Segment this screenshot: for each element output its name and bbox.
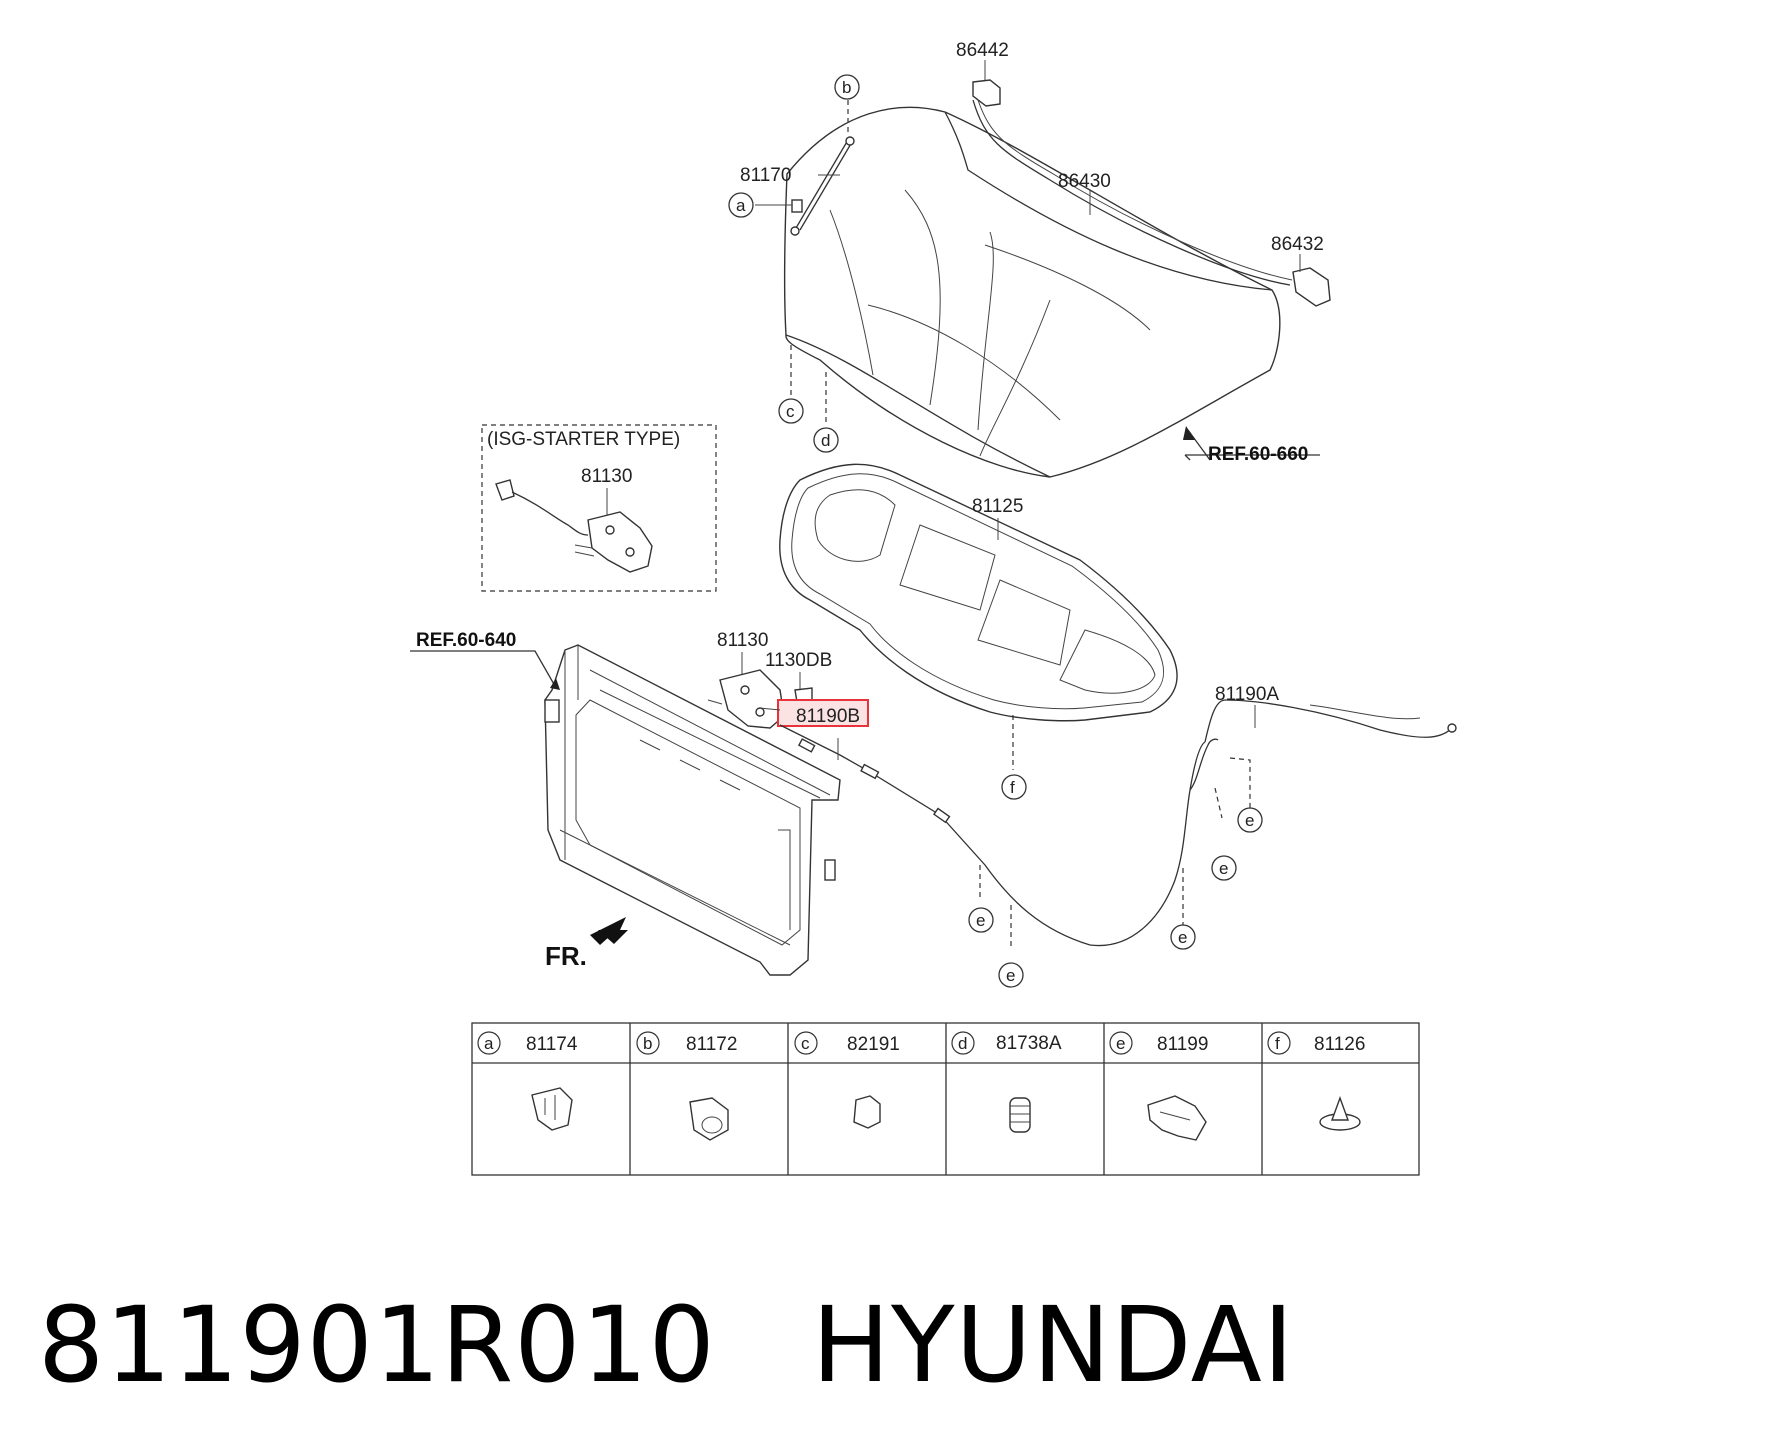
svg-text:b: b	[643, 1034, 652, 1053]
svg-text:c: c	[801, 1034, 810, 1053]
label-81190A: 81190A	[1215, 684, 1279, 705]
legend-cell-b: b 81172	[636, 1031, 737, 1141]
radiator-support	[544, 644, 841, 976]
legend-part-d: 81738A	[996, 1033, 1062, 1054]
callout-b: b	[834, 74, 860, 100]
callout-e-3: e	[1170, 924, 1196, 950]
footer-brand: HYUNDAI	[811, 1284, 1295, 1406]
ref-label-hood: REF.60-660	[1208, 444, 1308, 465]
legend-cell-d: d 81738A	[951, 1031, 1062, 1133]
svg-text:a: a	[736, 196, 746, 215]
ref-hood: REF.60-660	[1183, 426, 1320, 465]
page-footer: 811901R010 HYUNDAI	[38, 1275, 1738, 1415]
isg-starter-box: (ISG-STARTER TYPE) 81130	[481, 424, 717, 592]
svg-text:e: e	[1245, 811, 1254, 830]
callout-e-1: e	[968, 907, 994, 933]
callout-e-4: e	[1211, 855, 1237, 881]
label-86442: 86442	[956, 40, 1009, 61]
callout-e-2: e	[998, 962, 1024, 988]
svg-text:a: a	[484, 1034, 494, 1053]
ref-frame: REF.60-640	[410, 630, 560, 690]
callout-f: f	[1001, 774, 1027, 800]
svg-text:d: d	[821, 431, 830, 450]
legend-part-b: 81172	[686, 1034, 737, 1055]
highlight-81190B: 81190B	[777, 699, 869, 727]
isg-title: (ISG-STARTER TYPE)	[487, 429, 680, 450]
stopper-81738A-icon	[1009, 1097, 1031, 1133]
svg-text:c: c	[786, 402, 795, 421]
clip-86442: 86442	[956, 40, 1009, 107]
legend-part-f: 81126	[1314, 1034, 1365, 1055]
legend-part-a: 81174	[526, 1034, 578, 1055]
svg-text:d: d	[958, 1034, 967, 1053]
label-81190B: 81190B	[796, 706, 860, 727]
svg-text:e: e	[976, 911, 985, 930]
legend-part-e: 81199	[1157, 1034, 1208, 1055]
legend-cell-e: e 81199	[1109, 1031, 1208, 1141]
svg-text:e: e	[1219, 859, 1228, 878]
label-86430: 86430	[1058, 171, 1111, 192]
ref-label-frame: REF.60-640	[416, 630, 516, 651]
label-latch-81130: 81130	[717, 630, 768, 651]
legend-cell-c: c 82191	[794, 1031, 900, 1129]
legend-cell-f: f 81126	[1267, 1031, 1365, 1131]
legend-part-c: 82191	[847, 1034, 900, 1055]
hood-insulator: 81125	[779, 463, 1178, 770]
svg-text:e: e	[1006, 966, 1015, 985]
callout-a: a	[728, 192, 754, 218]
label-81125: 81125	[972, 496, 1023, 517]
legend-table: a 81174 b 81172 c 82191 d 81738A	[471, 1022, 1420, 1176]
cable-clip-81199-icon	[1147, 1095, 1207, 1141]
hood-panel	[783, 99, 1293, 478]
svg-text:f: f	[1275, 1034, 1280, 1053]
svg-text:f: f	[1010, 778, 1015, 797]
front-direction: FR.	[545, 917, 628, 971]
svg-text:e: e	[1178, 928, 1187, 947]
label-1130DB: 1130DB	[765, 650, 832, 671]
svg-text:b: b	[842, 78, 851, 97]
legend-cell-a: a 81174	[477, 1031, 578, 1131]
bumper-82191-icon	[853, 1095, 881, 1129]
clip-86432: 86432	[1271, 234, 1331, 307]
grommet-81172-icon	[689, 1097, 729, 1141]
label-86432: 86432	[1271, 234, 1324, 255]
callout-c: c	[778, 398, 804, 424]
callout-d: d	[813, 427, 839, 453]
hood-stay-81170: 81170	[740, 100, 855, 236]
callout-e-5: e	[1237, 807, 1263, 833]
clip-81174-icon	[531, 1087, 573, 1131]
svg-text:e: e	[1116, 1034, 1125, 1053]
label-81170: 81170	[740, 165, 791, 186]
release-cable: 81190A	[759, 684, 1457, 947]
label-isg-81130: 81130	[581, 466, 632, 487]
hood-latch-81130: 81130 1130DB	[707, 630, 832, 729]
front-label: FR.	[545, 941, 587, 971]
footer-part-number: 811901R010	[38, 1284, 716, 1406]
